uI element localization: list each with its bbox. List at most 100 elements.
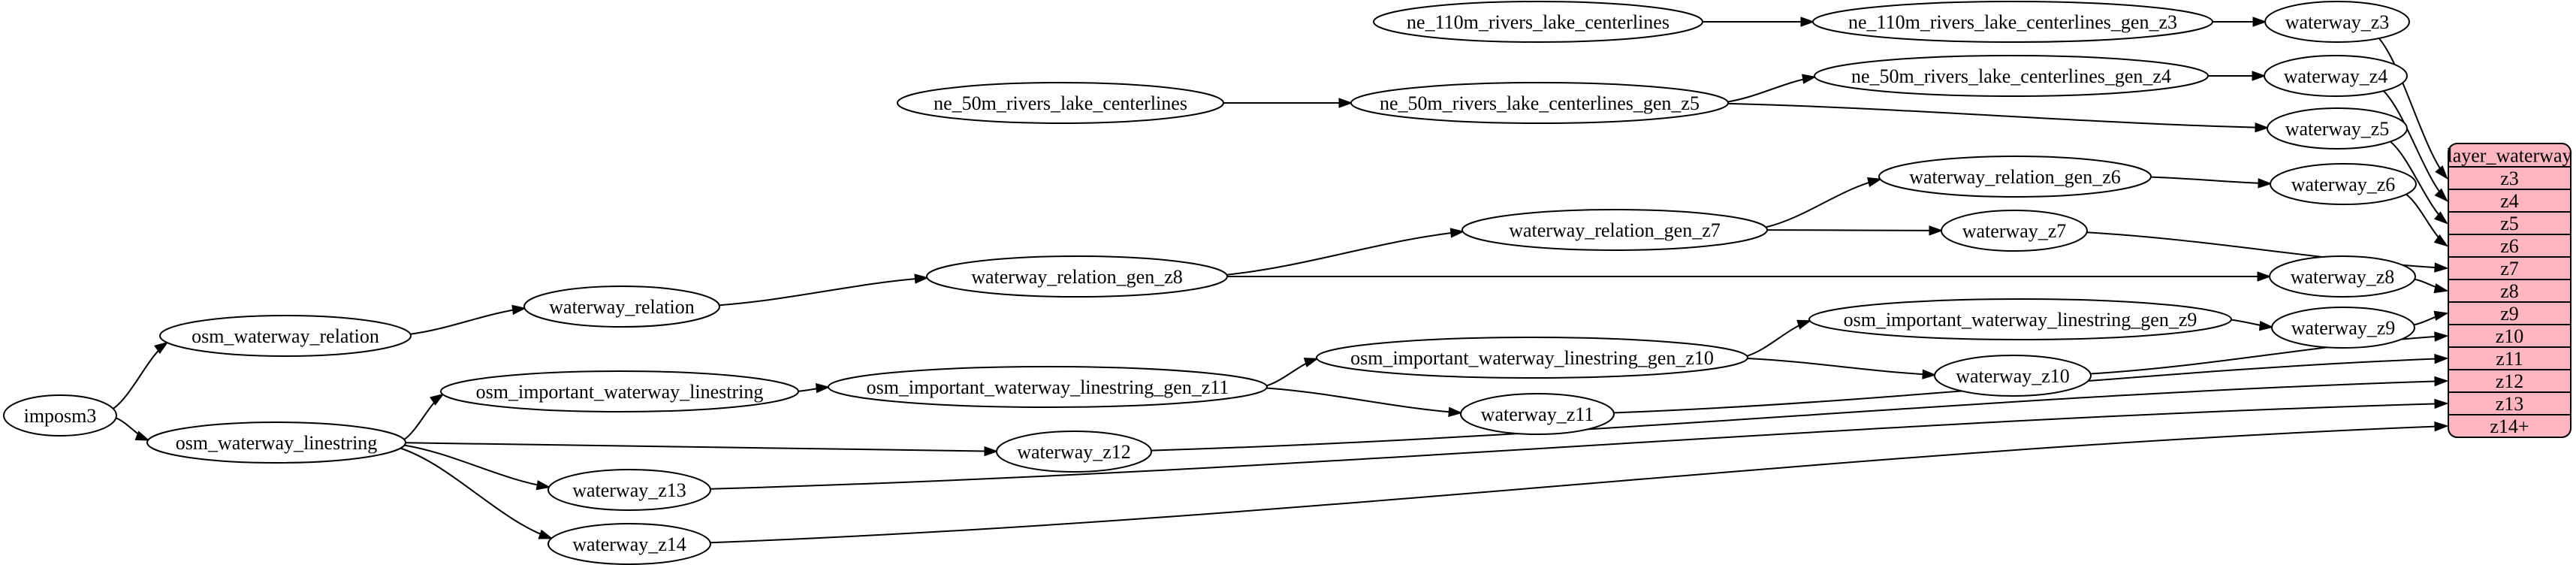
waterway_z10-label: waterway_z10 (1956, 365, 2070, 387)
node-waterway_relation: waterway_relation (523, 286, 720, 328)
edge-osm_waterway_relation-to-waterway_relation (410, 304, 526, 335)
waterway_z7-label: waterway_z7 (1962, 220, 2067, 242)
table-row-z14+: z14+ (2490, 415, 2529, 437)
waterway_relation_gen_z6-shape (1878, 156, 2152, 198)
waterway_z4-label: waterway_z4 (2284, 65, 2388, 87)
waterway_z5-label: waterway_z5 (2285, 118, 2390, 140)
waterway_z8-shape (2269, 255, 2416, 298)
node-waterway_z10: waterway_z10 (1934, 355, 2092, 397)
node-waterway_z6: waterway_z6 (2270, 163, 2417, 205)
node-waterway_z13: waterway_z13 (547, 469, 711, 511)
table-row-z13: z13 (2496, 393, 2524, 415)
imposm3-label: imposm3 (24, 405, 97, 427)
edge-waterway_z13-to-layer_waterway-z13 (710, 398, 2449, 490)
edge-waterway_z5-to-layer_waterway-z5 (2390, 140, 2448, 225)
osm_important_waterway_linestring_gen_z11-label: osm_important_waterway_linestring_gen_z1… (867, 376, 1229, 398)
waterway_z12-label: waterway_z12 (1017, 441, 1131, 463)
imposm3-shape (3, 394, 117, 437)
waterway_z13-shape (547, 469, 711, 511)
waterway_relation-label: waterway_relation (549, 296, 694, 318)
edge-osm_important_waterway_linestring-to-osm_important_waterway_linestring_gen_z11 (798, 382, 831, 394)
waterway_relation_gen_z8-shape (926, 255, 1228, 298)
osm_important_waterway_linestring_gen_z10-shape (1316, 337, 1748, 379)
waterway_relation_gen_z8-label: waterway_relation_gen_z8 (971, 266, 1183, 288)
node-waterway_z9: waterway_z9 (2271, 307, 2415, 349)
edge-waterway_z12-to-layer_waterway-z12 (1151, 376, 2449, 452)
edge-imposm3-to-osm_waterway_relation (113, 341, 169, 409)
node-osm_waterway_relation: osm_waterway_relation (159, 315, 412, 357)
table-row-z8: z8 (2500, 280, 2519, 302)
node-waterway_relation_gen_z6: waterway_relation_gen_z6 (1878, 156, 2152, 198)
waterway_z11-shape (1460, 393, 1615, 435)
waterway_z6-label: waterway_z6 (2291, 174, 2396, 195)
table-layer_waterway: layer_waterwayz3z4z5z6z7z8z9z10z11z12z13… (2447, 143, 2572, 438)
edge-waterway_z9-to-layer_waterway-z9 (2413, 310, 2449, 326)
osm_important_waterway_linestring_gen_z10-label: osm_important_waterway_linestring_gen_z1… (1350, 347, 1714, 369)
edge-waterway_z4-to-layer_waterway-z4 (2382, 90, 2448, 202)
edge-waterway_z6-to-layer_waterway-z6 (2406, 193, 2449, 247)
edge-osm_waterway_linestring-to-osm_important_waterway_linestring (403, 393, 445, 440)
node-imposm3: imposm3 (3, 394, 117, 437)
waterway_z3-label: waterway_z3 (2285, 11, 2390, 33)
node-waterway_z14: waterway_z14 (547, 523, 711, 565)
edge-waterway_relation_gen_z7-to-waterway_relation_gen_z6 (1765, 177, 1883, 228)
node-layer: imposm3 osm_waterway_relation osm_waterway… (3, 1, 2417, 565)
waterway_relation_gen_z6-label: waterway_relation_gen_z6 (1909, 166, 2121, 188)
edge-osm_important_waterway_linestring_gen_z10-to-waterway_z10 (1747, 358, 1937, 379)
table-row-z4: z4 (2500, 190, 2519, 212)
edge-osm_waterway_linestring-to-waterway_z13 (404, 444, 551, 491)
waterway_z11-label: waterway_z11 (1481, 403, 1594, 425)
node-ne_50m_rivers_lake_centerlines: ne_50m_rivers_lake_centerlines (897, 82, 1224, 124)
node-osm_important_waterway_linestring_gen_z10: osm_important_waterway_linestring_gen_z1… (1316, 337, 1748, 379)
node-waterway_z5: waterway_z5 (2267, 107, 2408, 150)
table-row-z11: z11 (2496, 348, 2523, 370)
waterway_relation-shape (523, 286, 720, 328)
waterway_z3-shape (2264, 1, 2410, 43)
node-ne_110m_rivers_lake_centerlines_gen_z3: ne_110m_rivers_lake_centerlines_gen_z3 (1812, 1, 2213, 43)
edge-waterway_relation_gen_z8-to-waterway_relation_gen_z7 (1226, 228, 1465, 276)
edge-ne_50m_rivers_lake_centerlines_gen_z5-to-ne_50m_rivers_lake_centerlines_gen_z4 (1727, 74, 1817, 103)
osm_waterway_linestring-label: osm_waterway_linestring (176, 432, 378, 454)
node-ne_50m_rivers_lake_centerlines_gen_z5: ne_50m_rivers_lake_centerlines_gen_z5 (1350, 82, 1729, 124)
ne_50m_rivers_lake_centerlines_gen_z4-label: ne_50m_rivers_lake_centerlines_gen_z4 (1851, 65, 2171, 87)
node-waterway_z12: waterway_z12 (996, 431, 1152, 473)
node-waterway_z11: waterway_z11 (1460, 393, 1615, 435)
waterway_z14-label: waterway_z14 (572, 533, 686, 555)
table-row-z6: z6 (2500, 235, 2519, 257)
node-ne_50m_rivers_lake_centerlines_gen_z4: ne_50m_rivers_lake_centerlines_gen_z4 (1814, 55, 2209, 97)
node-osm_important_waterway_linestring_gen_z9: osm_important_waterway_linestring_gen_z9 (1808, 298, 2232, 340)
node-osm_waterway_linestring: osm_waterway_linestring (146, 421, 406, 464)
edge-osm_waterway_linestring-to-waterway_z14 (400, 447, 554, 539)
osm_waterway_relation-shape (159, 315, 412, 357)
waterway_z8-label: waterway_z8 (2291, 266, 2395, 288)
node-waterway_relation_gen_z8: waterway_relation_gen_z8 (926, 255, 1228, 298)
waterway_z6-shape (2270, 163, 2417, 205)
ne_50m_rivers_lake_centerlines-shape (897, 82, 1224, 124)
table-row-z12: z12 (2496, 370, 2524, 392)
edge-waterway_z8-to-layer_waterway-z8 (2414, 278, 2449, 294)
table-row-z9: z9 (2500, 303, 2519, 325)
table-layer: layer_waterwayz3z4z5z6z7z8z9z10z11z12z13… (2447, 143, 2572, 438)
node-waterway_z7: waterway_z7 (1941, 210, 2088, 252)
node-ne_110m_rivers_lake_centerlines: ne_110m_rivers_lake_centerlines (1373, 1, 1703, 43)
node-osm_important_waterway_linestring: osm_important_waterway_linestring (440, 370, 799, 412)
table-row-z5: z5 (2500, 213, 2519, 234)
osm_important_waterway_linestring-shape (440, 370, 799, 412)
ne_50m_rivers_lake_centerlines_gen_z5-label: ne_50m_rivers_lake_centerlines_gen_z5 (1380, 92, 1700, 114)
ne_110m_rivers_lake_centerlines-shape (1373, 1, 1703, 43)
table-row-z7: z7 (2500, 258, 2519, 279)
osm_waterway_relation-label: osm_waterway_relation (192, 325, 379, 347)
edge-imposm3-to-osm_waterway_linestring (116, 417, 150, 441)
osm_important_waterway_linestring_gen_z9-label: osm_important_waterway_linestring_gen_z9 (1844, 309, 2197, 331)
edge-waterway_relation_gen_z7-to-waterway_z7 (1766, 225, 1944, 236)
edge-waterway_z14-to-layer_waterway-z14+ (710, 421, 2449, 544)
node-osm_important_waterway_linestring_gen_z11: osm_important_waterway_linestring_gen_z1… (828, 366, 1268, 408)
ne_50m_rivers_lake_centerlines-label: ne_50m_rivers_lake_centerlines (934, 92, 1187, 114)
edge-osm_important_waterway_linestring_gen_z9-to-waterway_z9 (2231, 319, 2274, 331)
edge-waterway_relation-to-waterway_relation_gen_z8 (719, 273, 929, 307)
edge-waterway_z3-to-layer_waterway-z3 (2378, 38, 2448, 180)
edge-osm_important_waterway_linestring_gen_z10-to-osm_important_waterway_linestring_gen_z9 (1746, 319, 1812, 357)
waterway_relation_gen_z7-label: waterway_relation_gen_z7 (1509, 219, 1721, 241)
